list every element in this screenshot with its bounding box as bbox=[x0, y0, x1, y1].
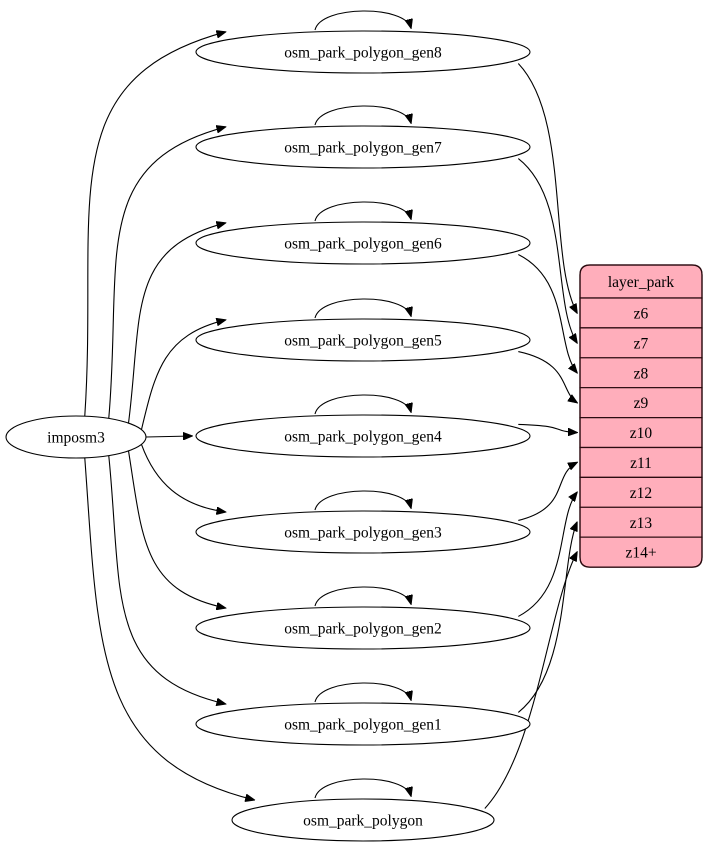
edges-from-imposm3 bbox=[84, 32, 254, 800]
source-node-label: imposm3 bbox=[47, 430, 105, 447]
edge-gen8-z6 bbox=[517, 63, 577, 313]
self-loop-gen1 bbox=[314, 682, 411, 703]
edge-imposm3-gen5 bbox=[140, 320, 225, 430]
node-gen3[interactable] bbox=[195, 510, 531, 554]
self-loop-gen2 bbox=[314, 586, 411, 607]
self-loop-edges bbox=[314, 10, 411, 799]
layer-park-table: layer_park z6 z7 z8 z9 z10 z11 z12 z13 z14+ bbox=[579, 264, 703, 568]
node-gen5[interactable] bbox=[195, 318, 531, 362]
edge-imposm3-gen4 bbox=[145, 436, 192, 437]
node-label: osm_park_polygon_gen4 bbox=[284, 429, 442, 446]
table-row-label: z9 bbox=[634, 395, 649, 412]
node-gen7[interactable] bbox=[195, 125, 531, 169]
node-gen2[interactable] bbox=[195, 606, 531, 650]
polygon-nodes: osm_park_polygon_gen8 osm_park_polygon_ge… bbox=[195, 30, 531, 842]
edge-imposm3-gen7 bbox=[108, 127, 226, 419]
table-header-label: layer_park bbox=[608, 274, 675, 291]
edge-gen1-z13 bbox=[517, 522, 577, 713]
node-label: osm_park_polygon_gen3 bbox=[284, 525, 442, 542]
node-label: osm_park_polygon_gen1 bbox=[284, 717, 442, 734]
edge-poly-z14plus bbox=[484, 552, 577, 809]
self-loop-gen8 bbox=[314, 10, 411, 31]
self-loop-gen5 bbox=[314, 298, 411, 319]
table-row-label: z12 bbox=[630, 485, 652, 502]
node-gen6[interactable] bbox=[195, 221, 531, 265]
edge-gen7-z7 bbox=[517, 158, 577, 343]
edge-gen4-z10 bbox=[518, 423, 577, 432]
edges-to-layer-park bbox=[484, 63, 577, 809]
table-outline bbox=[579, 264, 703, 568]
table-row-label: z7 bbox=[634, 335, 649, 352]
edge-imposm3-gen6 bbox=[127, 223, 226, 424]
edge-imposm3-gen8 bbox=[84, 32, 226, 417]
self-loop-poly bbox=[314, 778, 411, 799]
table-row-label: z10 bbox=[630, 425, 653, 442]
node-imposm3[interactable] bbox=[5, 415, 147, 459]
source-node-group: imposm3 bbox=[5, 415, 147, 459]
node-label: osm_park_polygon_gen7 bbox=[284, 140, 442, 157]
edge-imposm3-gen2 bbox=[127, 450, 226, 608]
node-gen4[interactable] bbox=[195, 414, 531, 458]
table-row-label: z14+ bbox=[625, 545, 656, 562]
table-row-label: z6 bbox=[634, 305, 649, 322]
node-gen1[interactable] bbox=[195, 702, 531, 746]
self-loop-gen6 bbox=[314, 201, 411, 222]
node-label: osm_park_polygon_gen5 bbox=[284, 333, 442, 350]
edge-gen2-z12 bbox=[518, 492, 577, 617]
table-row-label: z13 bbox=[630, 515, 653, 532]
node-gen8[interactable] bbox=[195, 30, 531, 74]
edge-gen6-z8 bbox=[518, 254, 577, 373]
table-row-label: z11 bbox=[630, 455, 652, 472]
node-label: osm_park_polygon_gen2 bbox=[284, 621, 442, 638]
edge-imposm3-gen3 bbox=[140, 444, 225, 512]
node-label: osm_park_polygon bbox=[303, 813, 423, 830]
node-poly[interactable] bbox=[231, 798, 495, 842]
self-loop-gen4 bbox=[314, 394, 411, 415]
node-label: osm_park_polygon_gen8 bbox=[284, 45, 442, 62]
edge-gen5-z9 bbox=[518, 351, 577, 403]
edge-gen3-z11 bbox=[518, 462, 577, 521]
edge-imposm3-poly bbox=[84, 457, 254, 800]
table-row-label: z8 bbox=[634, 365, 649, 382]
edge-imposm3-gen1 bbox=[108, 455, 226, 704]
self-loop-gen7 bbox=[314, 105, 411, 126]
node-label: osm_park_polygon_gen6 bbox=[284, 236, 442, 253]
self-loop-gen3 bbox=[314, 490, 411, 511]
